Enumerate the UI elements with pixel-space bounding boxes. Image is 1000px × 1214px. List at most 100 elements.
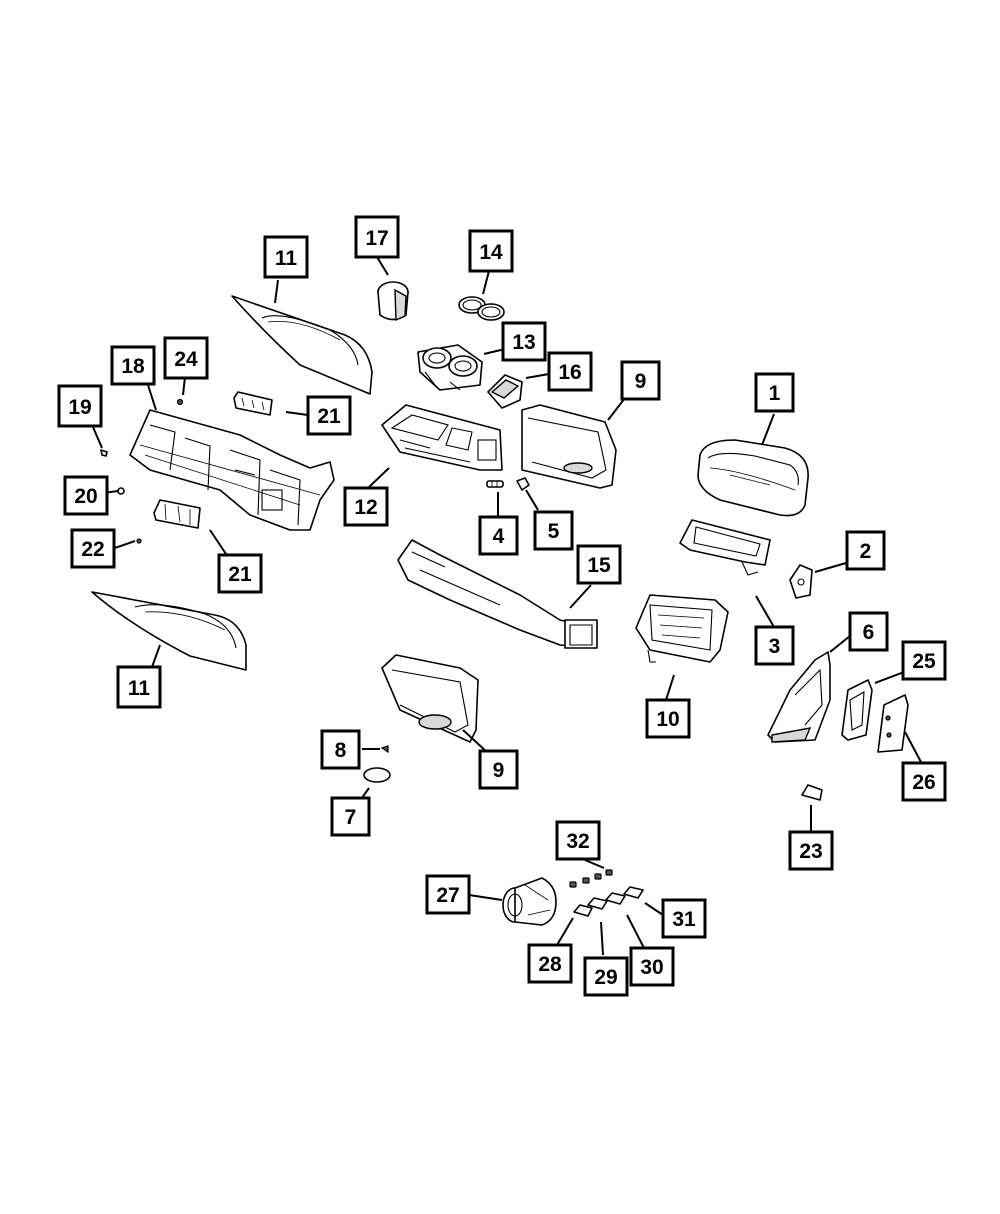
svg-text:24: 24 (174, 348, 198, 371)
callout-17: 17 (354, 215, 400, 259)
svg-text:2: 2 (860, 540, 872, 563)
callout-30: 30 (629, 946, 675, 987)
svg-text:22: 22 (81, 538, 104, 561)
callout-9-upper: 9 (620, 360, 661, 401)
callout-1: 1 (754, 372, 795, 413)
part-7-pad (363, 767, 391, 783)
callout-5: 5 (533, 510, 574, 551)
part-1-armrest-lid (697, 439, 809, 517)
part-22-screw (136, 538, 142, 544)
svg-text:27: 27 (436, 884, 459, 907)
callout-21-lower: 21 (217, 553, 263, 594)
callout-16: 16 (547, 351, 593, 392)
part-14-cupholder-rings (458, 296, 505, 321)
part-13-cupholder-assembly (417, 344, 483, 391)
callout-18: 18 (110, 345, 156, 386)
svg-text:6: 6 (863, 621, 875, 644)
callout-6: 6 (848, 611, 889, 652)
callout-12: 12 (343, 486, 389, 527)
svg-text:9: 9 (635, 370, 647, 393)
callout-11-upper: 11 (263, 235, 309, 279)
part-17-cupholder-insert (377, 281, 409, 322)
svg-text:3: 3 (769, 635, 781, 658)
callout-26: 26 (901, 761, 947, 802)
svg-text:18: 18 (121, 355, 145, 378)
callout-7: 7 (330, 796, 371, 837)
svg-text:26: 26 (912, 771, 935, 794)
part-25-rear-trim-frame (841, 679, 873, 741)
callout-15: 15 (576, 544, 622, 585)
part-2-latch (789, 564, 813, 599)
svg-text:16: 16 (558, 361, 581, 384)
svg-text:20: 20 (74, 485, 97, 508)
callout-19: 19 (57, 384, 103, 428)
callout-29: 29 (583, 956, 629, 997)
part-19-screw (100, 449, 108, 457)
part-30-switch (605, 892, 626, 905)
part-21-upper-bracket (233, 391, 273, 416)
svg-text:12: 12 (354, 496, 377, 519)
part-27-power-outlet (502, 877, 557, 926)
callout-25: 25 (901, 640, 947, 681)
svg-text:23: 23 (799, 840, 822, 863)
svg-text:21: 21 (228, 563, 252, 586)
part-24-screw (176, 398, 184, 406)
callout-11-lower: 11 (116, 665, 162, 709)
svg-text:29: 29 (594, 966, 617, 989)
callout-27: 27 (425, 874, 471, 915)
part-20-nut (117, 487, 125, 495)
part-8-screw (380, 745, 389, 754)
part-16-storage-bin (487, 374, 523, 409)
part-23-switch (801, 784, 823, 801)
svg-text:9: 9 (493, 759, 505, 782)
part-12-console-top-bezel (381, 404, 503, 471)
callout-22: 22 (70, 528, 116, 569)
callout-13: 13 (501, 321, 547, 362)
part-5-connector (516, 477, 530, 491)
callout-23: 23 (788, 830, 834, 871)
callout-21-upper: 21 (306, 395, 352, 436)
svg-text:14: 14 (479, 241, 503, 264)
svg-text:21: 21 (317, 405, 341, 428)
part-9-upper-console-side-panel (521, 404, 617, 489)
callout-31: 31 (661, 898, 707, 939)
callout-28: 28 (527, 943, 573, 984)
svg-text:17: 17 (365, 227, 388, 250)
svg-text:11: 11 (275, 247, 298, 270)
svg-text:31: 31 (672, 908, 696, 931)
svg-text:15: 15 (587, 554, 611, 577)
callout-9-lower: 9 (478, 749, 519, 790)
part-21-lower-bracket (153, 499, 201, 529)
svg-text:1: 1 (769, 382, 781, 405)
svg-text:4: 4 (493, 525, 505, 548)
part-9-lower-console-side-panel (381, 654, 479, 743)
svg-text:7: 7 (345, 806, 357, 829)
svg-text:30: 30 (640, 956, 663, 979)
part-32-plugs (569, 869, 613, 888)
callout-4: 4 (478, 515, 519, 556)
part-10-storage-bin-housing (635, 594, 729, 663)
svg-text:13: 13 (512, 331, 535, 354)
svg-text:28: 28 (538, 953, 562, 976)
callout-24: 24 (163, 336, 209, 380)
svg-text:11: 11 (128, 677, 151, 700)
svg-text:10: 10 (656, 708, 679, 731)
callout-10: 10 (645, 698, 691, 739)
svg-text:5: 5 (548, 520, 560, 543)
part-6-rear-console-bezel (767, 651, 831, 743)
callout-8: 8 (320, 729, 361, 770)
part-31-switch (623, 886, 644, 899)
part-11-lower-side-trim (91, 591, 247, 671)
svg-text:32: 32 (566, 830, 589, 853)
part-11-upper-side-trim (231, 295, 373, 395)
callout-20: 20 (63, 475, 109, 516)
callout-2: 2 (845, 530, 886, 571)
part-28-switch (573, 904, 593, 917)
part-4-clip (486, 480, 504, 488)
leader-lines (92, 256, 922, 956)
part-3-armrest-hinge-bracket (679, 519, 771, 576)
svg-text:19: 19 (68, 396, 91, 419)
callout-32: 32 (555, 820, 601, 861)
callout-3: 3 (754, 625, 795, 666)
